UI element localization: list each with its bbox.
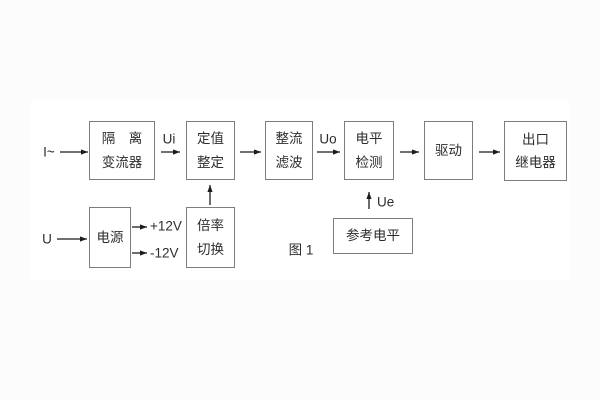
block-line: 参考电平: [346, 228, 400, 244]
block-isolation-current-transformer: 隔 离 变流器: [89, 121, 155, 180]
block-line: 倍率: [197, 218, 224, 233]
block-power-supply: 电源: [89, 207, 131, 268]
block-line: 出口: [522, 131, 549, 147]
block-rectifier-filter: 整流 滤波: [265, 121, 313, 180]
block-level-detection: 电平 检测: [344, 121, 394, 180]
block-line: 隔 离: [101, 131, 143, 146]
block-line: 电源: [96, 229, 124, 245]
label-uo: Uo: [319, 131, 337, 147]
block-line: 电平: [355, 131, 383, 146]
label-minus-12v: -12V: [150, 245, 179, 261]
figure-caption: 图 1: [288, 242, 314, 258]
block-line: 继电器: [515, 155, 556, 170]
label-ui: Ui: [162, 131, 176, 147]
block-line: 整定: [197, 154, 224, 170]
block-reference-level: 参考电平: [333, 218, 413, 254]
block-line: 检测: [355, 154, 383, 170]
block-ratio-switching: 倍率 切换: [186, 207, 235, 268]
block-line: 切换: [197, 241, 224, 257]
block-line: 整流: [275, 131, 303, 146]
label-input-voltage: U: [42, 231, 52, 247]
block-line: 滤波: [275, 154, 303, 170]
block-line: 驱动: [435, 142, 462, 158]
block-line: 定值: [197, 131, 224, 146]
label-input-current: I~: [43, 144, 55, 160]
label-plus-12v: +12V: [150, 218, 182, 234]
block-setpoint-adjustment: 定值 整定: [186, 121, 235, 180]
label-ue: Ue: [377, 194, 395, 210]
block-output-relay: 出口 继电器: [504, 121, 567, 181]
block-driver: 驱动: [424, 121, 473, 180]
block-line: 变流器: [101, 154, 143, 170]
